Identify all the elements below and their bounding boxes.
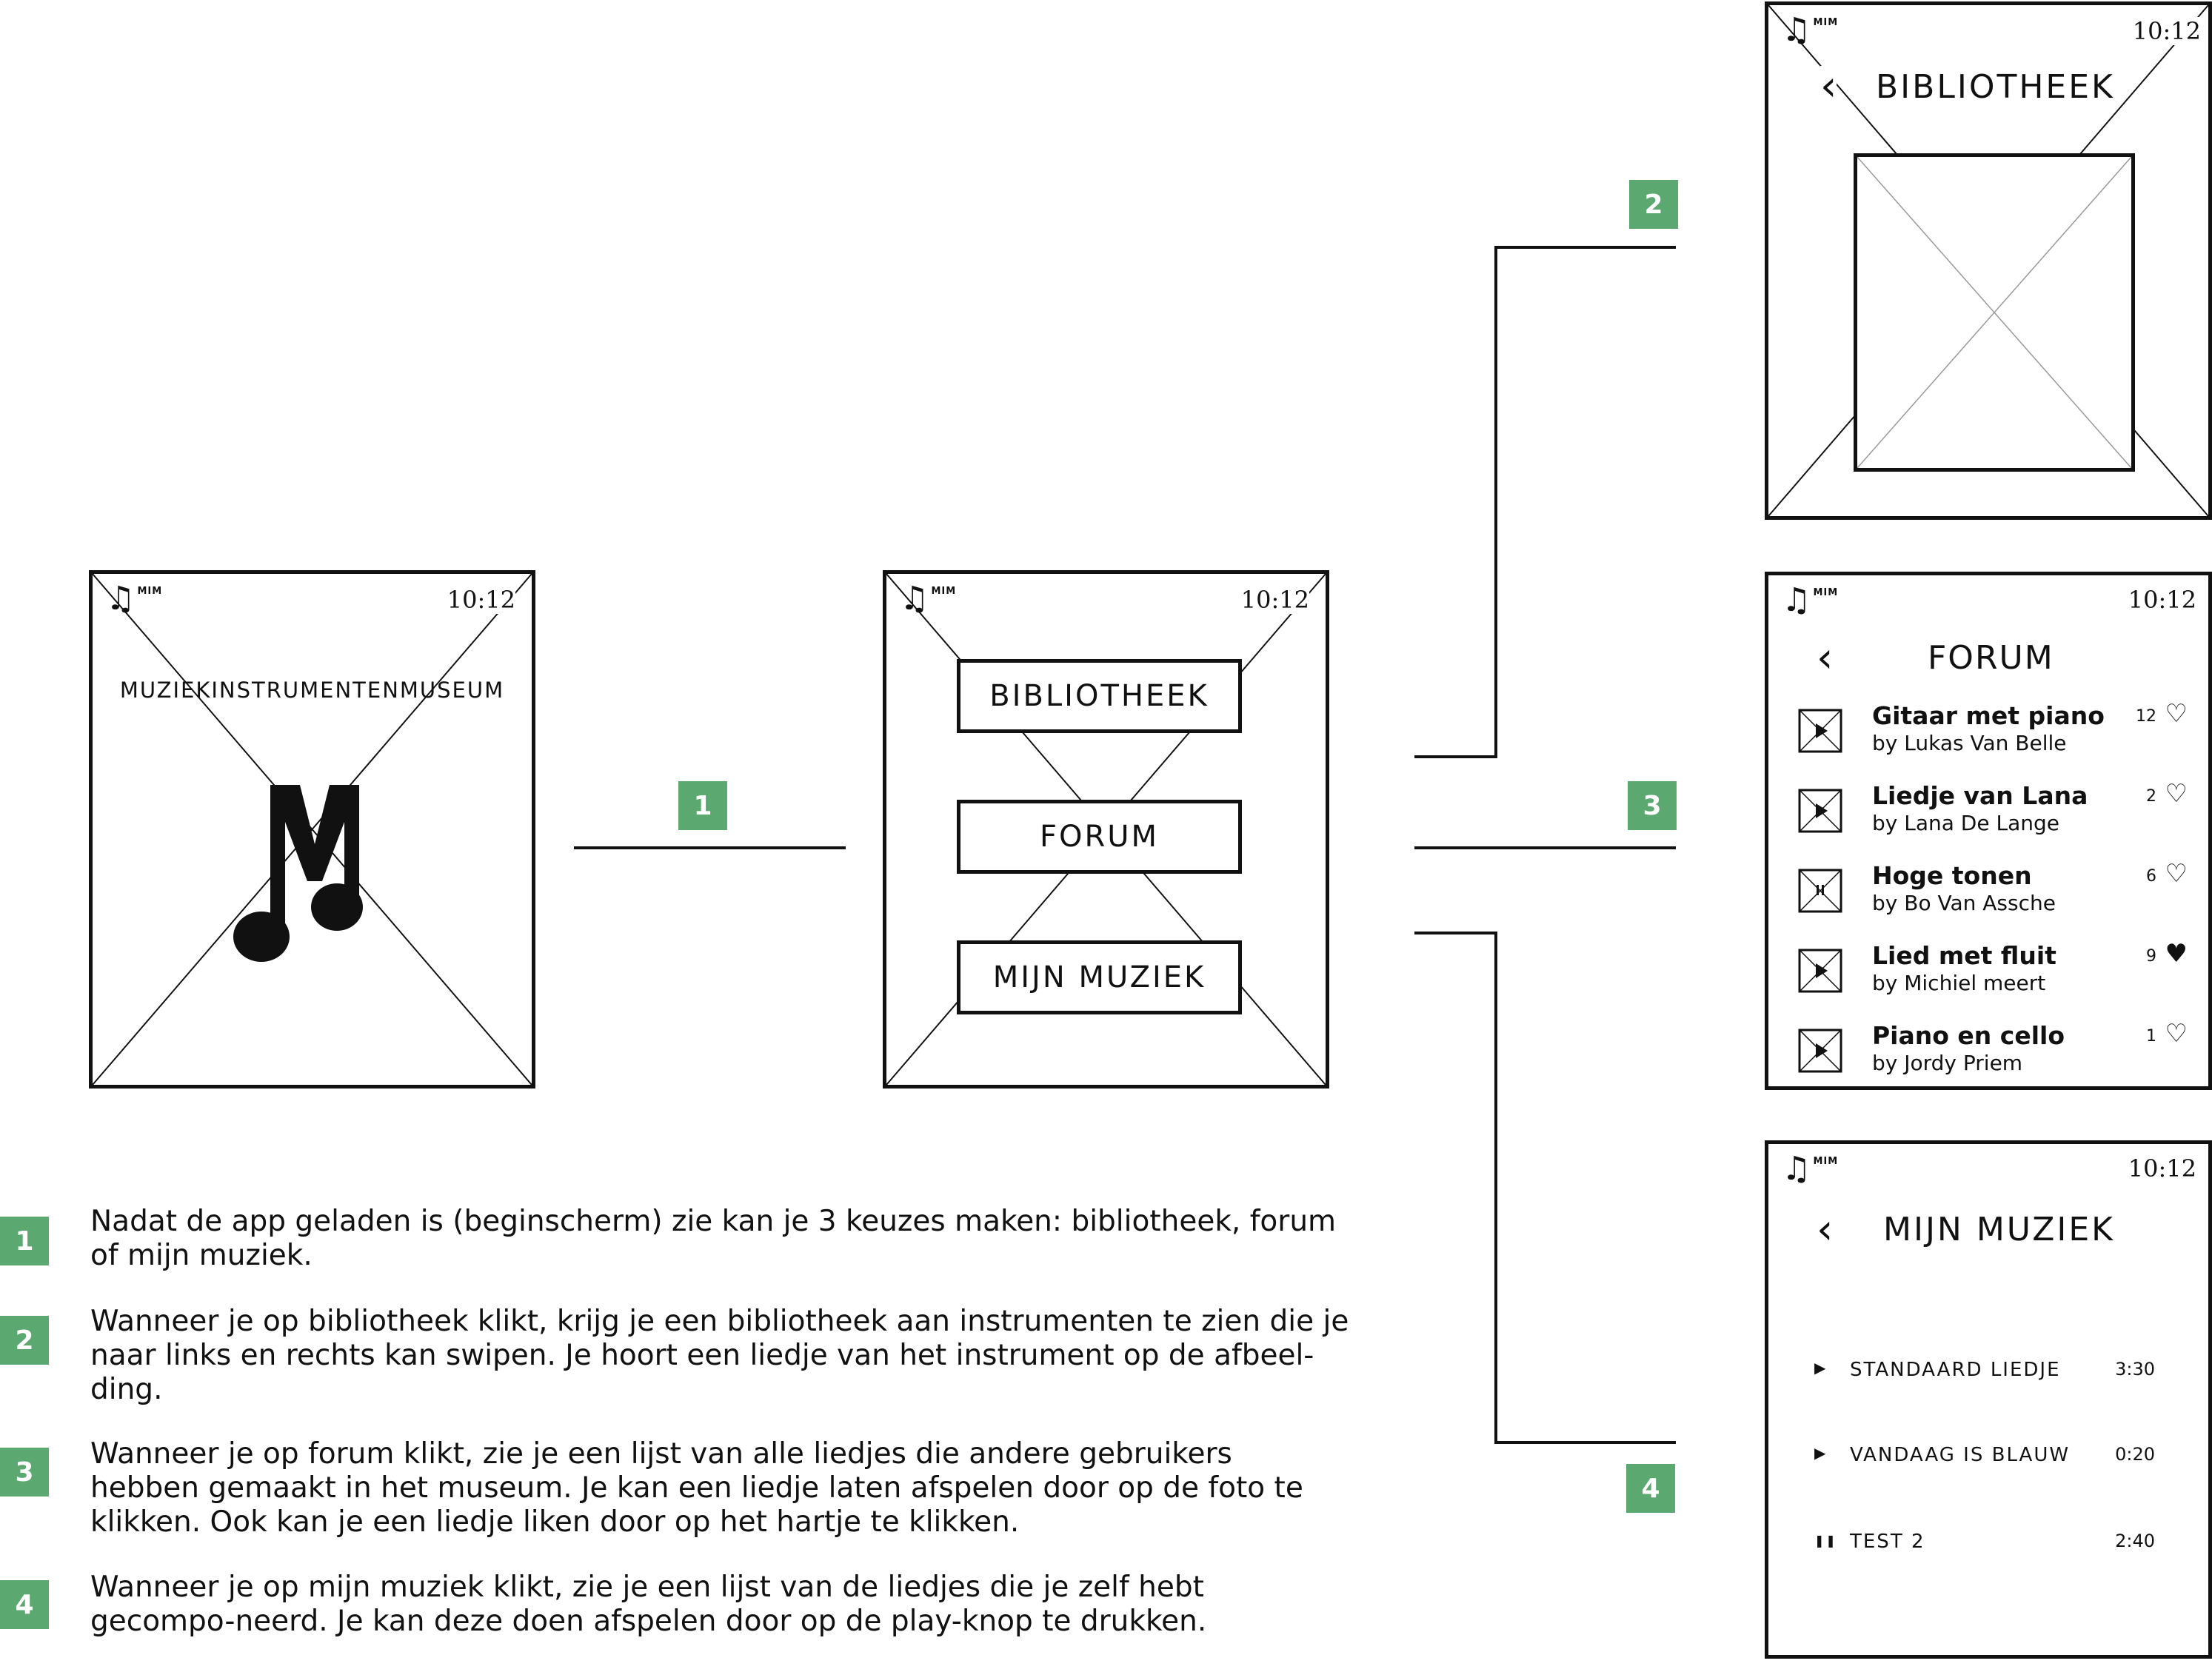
like-count: 12: [2136, 707, 2156, 726]
clock: 10:12: [1240, 586, 1309, 614]
instrument-image[interactable]: [1854, 153, 2135, 472]
my-music-button[interactable]: MIJN MUZIEK: [957, 940, 1242, 1014]
like-count: 1: [2146, 1027, 2156, 1046]
song-thumbnail-play-icon[interactable]: [1798, 709, 1842, 753]
like-count: 2: [2146, 787, 2156, 806]
song-author: by Lukas Van Belle: [1872, 731, 2067, 755]
music-note-icon: ♫: [1782, 581, 1811, 619]
heart-filled-icon[interactable]: ♥: [2165, 939, 2188, 969]
app-logo: ♫ MIM: [1782, 1150, 1839, 1188]
list-item: Liedje van Lana by Lana De Lange 2 ♡: [1768, 781, 2208, 848]
step-badge: 1: [0, 1217, 49, 1265]
back-chevron-icon[interactable]: ‹: [1820, 62, 1837, 110]
pause-icon[interactable]: ❚❚: [1814, 1534, 1837, 1548]
step-badge: 4: [1626, 1464, 1675, 1513]
song-title: Hoge tonen: [1872, 861, 2032, 890]
connector-line: [1494, 246, 1497, 758]
step-badge: 4: [0, 1580, 49, 1629]
connector-line: [1494, 246, 1676, 249]
forum-button[interactable]: FORUM: [957, 800, 1242, 874]
track-name: TEST 2: [1850, 1531, 1925, 1553]
splash-screen: ♫ MIM 10:12 MUZIEKINSTRUMENTENMUSEUM: [89, 570, 535, 1089]
app-logo: ♫ MIM: [900, 580, 957, 618]
music-note-logo-icon: [233, 785, 363, 962]
song-title: Gitaar met piano: [1872, 701, 2105, 730]
connector-line: [1494, 932, 1497, 1444]
step-badge: 2: [1629, 180, 1678, 229]
step-description: Wanneer je op mijn muziek klikt, zie je …: [90, 1571, 1207, 1638]
track-duration: 0:20: [2115, 1444, 2155, 1465]
my-music-screen: ♫ MIM 10:12 ‹ MIJN MUZIEK ▶ STANDAARD LI…: [1765, 1140, 2212, 1659]
step-description: Wanneer je op forum klikt, zie je een li…: [90, 1437, 1303, 1539]
library-screen: ♫ MIM 10:12 ‹ BIBLIOTHEEK: [1765, 1, 2212, 520]
song-thumbnail-play-icon[interactable]: [1798, 1029, 1842, 1073]
menu-screen: ♫ MIM 10:12 BIBLIOTHEEK FORUM MIJN MUZIE…: [883, 570, 1329, 1089]
heart-icon[interactable]: ♡: [2165, 699, 2188, 729]
app-logo: ♫ MIM: [106, 580, 163, 618]
image-placeholder-icon: [1857, 157, 2131, 468]
music-note-icon: ♫: [1782, 11, 1811, 49]
song-author: by Jordy Priem: [1872, 1051, 2023, 1075]
screen-title: MIJN MUZIEK: [1883, 1211, 2115, 1248]
song-thumbnail-play-icon[interactable]: [1798, 949, 1842, 993]
song-title: Liedje van Lana: [1872, 781, 2088, 810]
step-badge: 1: [678, 781, 727, 830]
clock: 10:12: [2132, 17, 2201, 45]
heart-icon[interactable]: ♡: [2165, 1019, 2188, 1049]
list-item: Lied met fluit by Michiel meert 9 ♥: [1768, 941, 2208, 1008]
music-note-icon: ♫: [1782, 1150, 1811, 1188]
clock: 10:12: [2128, 1154, 2196, 1183]
screen-title: BIBLIOTHEEK: [1876, 68, 2115, 106]
step-description: Wanneer je op bibliotheek klikt, krijg j…: [90, 1305, 1349, 1406]
like-count: 6: [2146, 867, 2156, 886]
connector-line: [1494, 1441, 1676, 1444]
screen-title: FORUM: [1928, 639, 2054, 677]
like-count: 9: [2146, 947, 2156, 966]
play-icon[interactable]: ▶: [1814, 1444, 1828, 1462]
music-note-icon: ♫: [900, 580, 929, 618]
connector-line: [1414, 755, 1497, 758]
museum-name: MUZIEKINSTRUMENTENMUSEUM: [119, 678, 505, 703]
list-item: Piano en cello by Jordy Priem 1 ♡: [1768, 1019, 2208, 1086]
song-title: Lied met fluit: [1872, 941, 2056, 970]
back-chevron-icon[interactable]: ‹: [1817, 634, 1834, 682]
placeholder-cross: [93, 574, 532, 1085]
library-button[interactable]: BIBLIOTHEEK: [957, 659, 1242, 733]
clock: 10:12: [447, 586, 515, 614]
song-title: Piano en cello: [1872, 1021, 2065, 1050]
connector-line: [1414, 846, 1676, 849]
song-thumbnail-pause-icon[interactable]: [1798, 869, 1842, 913]
connector-line: [574, 846, 846, 849]
heart-icon[interactable]: ♡: [2165, 859, 2188, 889]
step-badge: 3: [1628, 781, 1677, 830]
music-note-icon: ♫: [106, 580, 136, 618]
app-logo: ♫ MIM: [1782, 11, 1839, 49]
step-badge: 3: [0, 1448, 49, 1497]
song-author: by Lana De Lange: [1872, 811, 2059, 835]
list-item: Hoge tonen by Bo Van Assche 6 ♡: [1768, 861, 2208, 928]
play-icon[interactable]: ▶: [1814, 1359, 1828, 1377]
song-thumbnail-play-icon[interactable]: [1798, 789, 1842, 833]
track-name: STANDAARD LIEDJE: [1850, 1359, 2061, 1381]
track-name: VANDAAG IS BLAUW: [1850, 1444, 2071, 1466]
song-author: by Michiel meert: [1872, 971, 2046, 995]
app-logo: ♫ MIM: [1782, 581, 1839, 619]
track-duration: 3:30: [2115, 1359, 2155, 1380]
list-item: Gitaar met piano by Lukas Van Belle 12 ♡: [1768, 701, 2208, 768]
clock: 10:12: [2128, 586, 2196, 614]
step-description: Nadat de app geladen is (beginscherm) zi…: [90, 1205, 1337, 1272]
connector-line: [1414, 932, 1497, 934]
back-chevron-icon[interactable]: ‹: [1817, 1205, 1834, 1254]
step-badge: 2: [0, 1316, 49, 1365]
heart-icon[interactable]: ♡: [2165, 779, 2188, 809]
track-duration: 2:40: [2115, 1531, 2155, 1551]
song-author: by Bo Van Assche: [1872, 891, 2056, 915]
forum-screen: ♫ MIM 10:12 ‹ FORUM Gitaar met piano by …: [1765, 572, 2212, 1090]
